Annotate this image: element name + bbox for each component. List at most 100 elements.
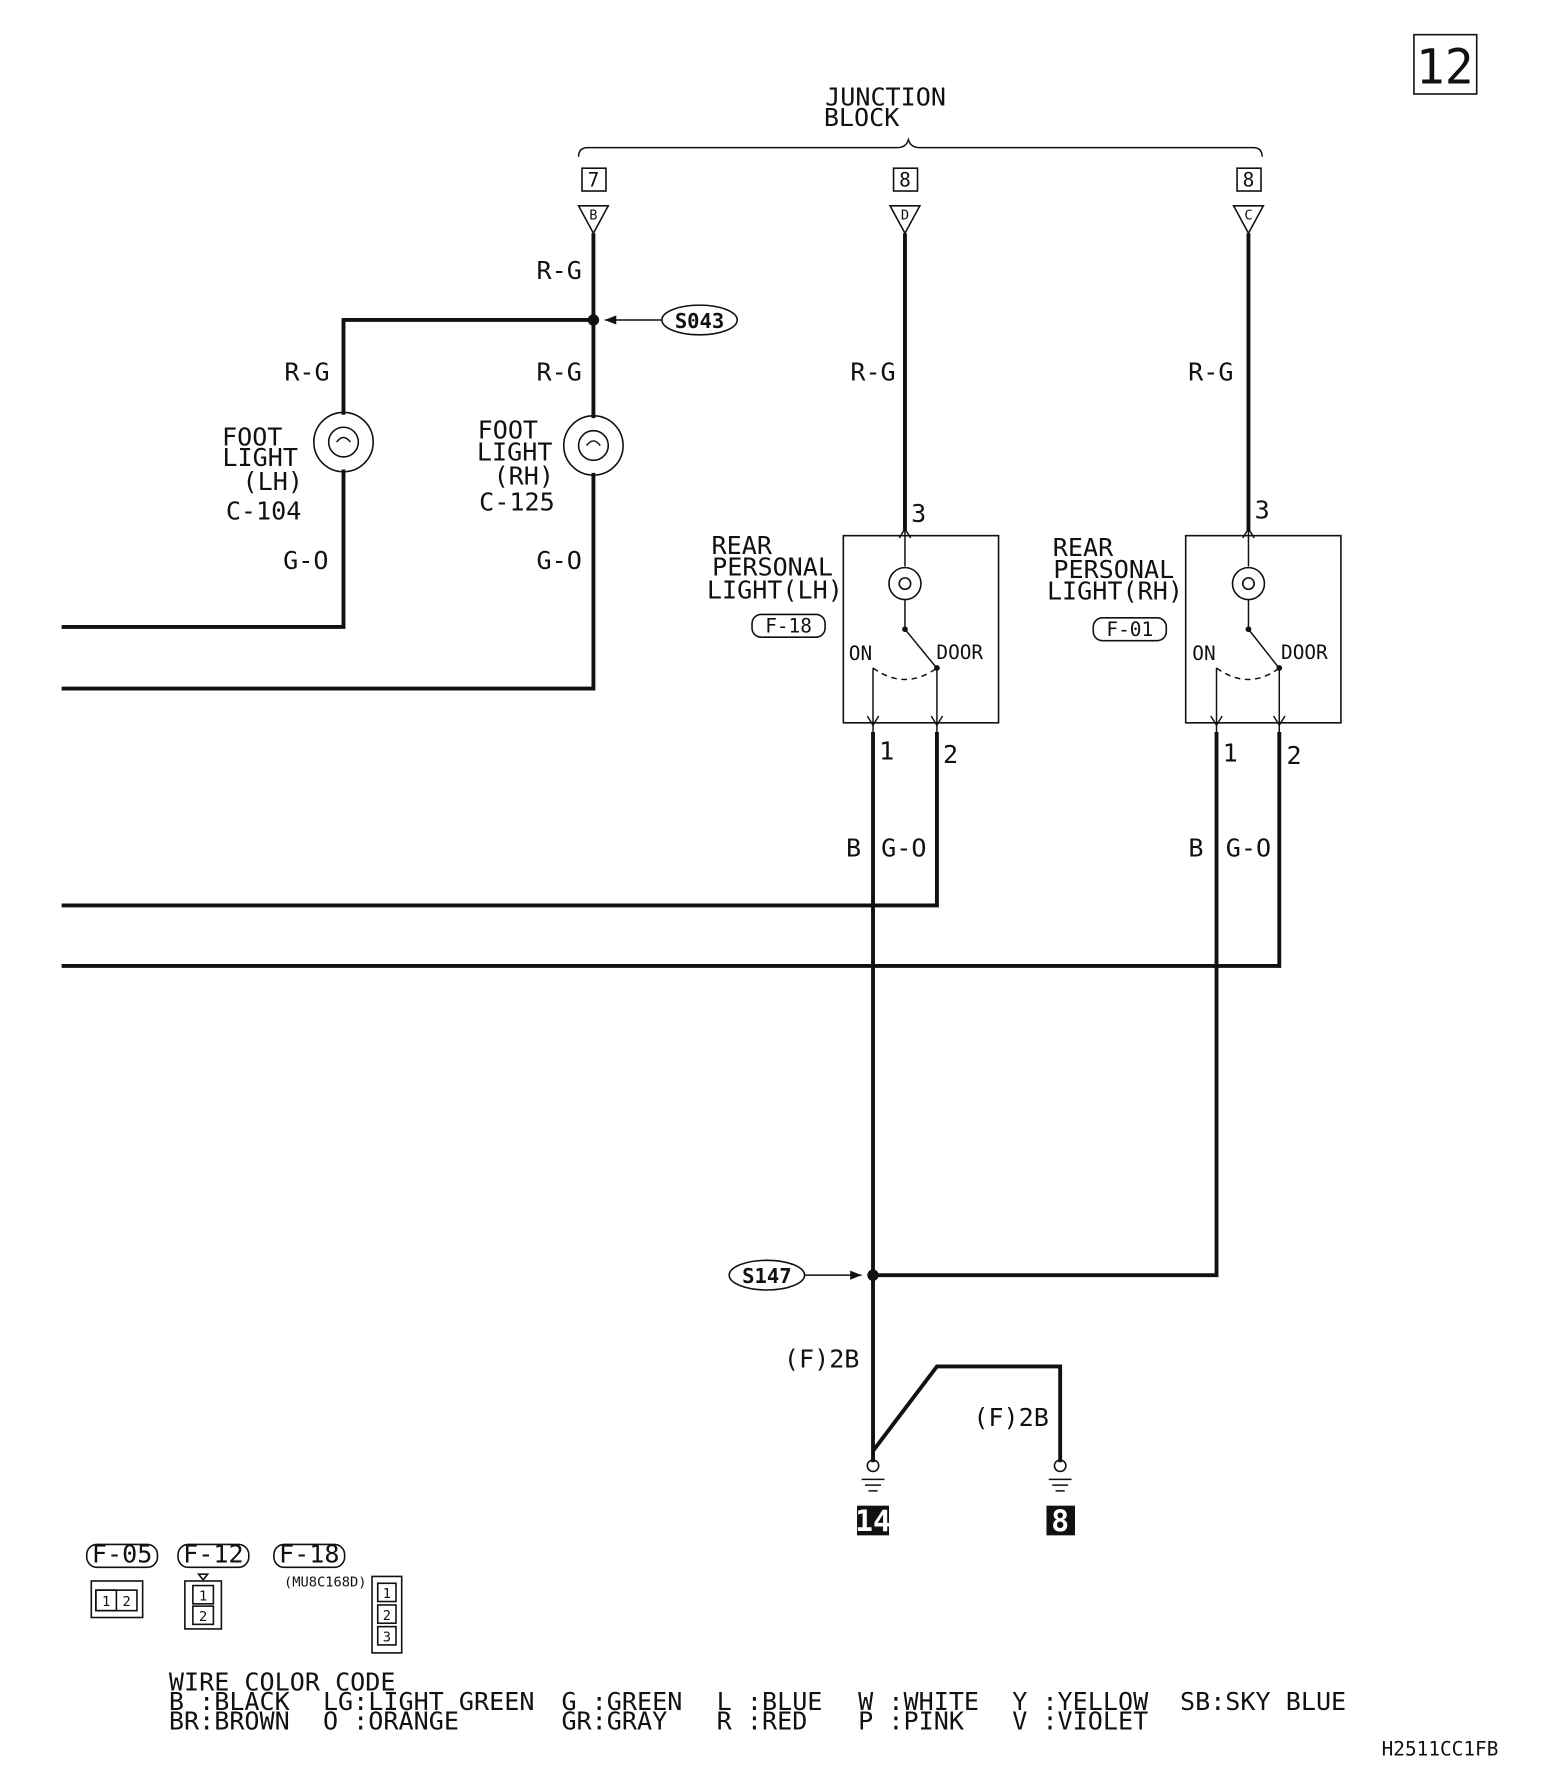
wire-label-rg-lh: R-G <box>284 357 329 386</box>
rear-lh-connector: F-18 <box>765 615 812 638</box>
color-code-l: L :BLUE <box>717 1687 823 1716</box>
page-number: 12 <box>1413 33 1478 96</box>
rear-rh-switch-on: ON <box>1192 642 1215 665</box>
terminal-number: 8 <box>899 168 911 191</box>
wire-label-go-rear-rh: G-O <box>1226 833 1271 862</box>
wire-label-go-rh: G-O <box>537 546 582 575</box>
color-code-w: W :WHITE <box>858 1687 979 1716</box>
rear-rh-line1: REAR <box>1053 533 1114 562</box>
connector-legend-f12: F-12 1 2 <box>177 1540 250 1630</box>
splice-s043-label: S043 <box>675 309 724 333</box>
wire-color-code-title: WIRE COLOR CODE <box>169 1668 396 1697</box>
rear-lh-line2: PERSONAL <box>712 553 833 582</box>
legend-f12-pin-2: 2 <box>199 1609 207 1625</box>
wire-color-code: WIRE COLOR CODE B :BLACK LG:LIGHT GREEN … <box>169 1668 1346 1736</box>
ground-icon <box>1048 1478 1072 1492</box>
ground-8-label: 8 <box>1051 1503 1069 1538</box>
junction-terminal-8-d: 8 D <box>888 167 922 235</box>
rear-lh-pin-1: 1 <box>879 736 894 765</box>
foot-light-lh-line2: LIGHT <box>222 443 298 472</box>
rear-rh-pin-3: 3 <box>1255 496 1270 525</box>
legend-f18-pin-3: 3 <box>383 1629 391 1645</box>
foot-light-rh-line2: LIGHT <box>477 437 553 466</box>
rear-rh-line2: PERSONAL <box>1053 555 1174 584</box>
wires <box>61 233 1282 1463</box>
rear-rh-line3: LIGHT(RH) <box>1047 577 1183 606</box>
junction-block-title-2: BLOCK <box>824 103 900 132</box>
splice-dot-s043 <box>587 314 600 326</box>
lamp-icon <box>888 566 922 601</box>
color-code-lg: LG:LIGHT GREEN <box>323 1687 535 1716</box>
rear-lh-pin-3: 3 <box>911 499 926 528</box>
connector-legend-f18: F-18 (MU8C168D) 1 2 3 <box>273 1540 403 1654</box>
page-number-text: 12 <box>1416 41 1474 96</box>
terminal-number: 8 <box>1243 168 1255 191</box>
splice-s147: S147 <box>728 1259 862 1291</box>
foot-light-lh: FOOT LIGHT (LH) C-104 <box>222 411 374 526</box>
document-code: H2511CC1FB <box>1382 1738 1499 1761</box>
legend-f18-pin-2: 2 <box>383 1608 391 1624</box>
foot-light-lh-line3: (LH) <box>243 467 303 496</box>
color-code-gr: GR:GRAY <box>561 1706 667 1735</box>
legend-f18-name: F-18 <box>279 1540 339 1569</box>
lamp-icon <box>327 426 360 458</box>
wire-label-f2b-left: (F)2B <box>784 1345 860 1374</box>
terminal-number: 7 <box>588 168 600 191</box>
rear-lh-switch-door: DOOR <box>936 641 983 664</box>
foot-light-lh-connector: C-104 <box>226 497 302 526</box>
color-code-v: V :VIOLET <box>1012 1706 1148 1735</box>
color-code-y: Y :YELLOW <box>1012 1687 1149 1716</box>
wire-label-b-rh: B <box>1188 833 1203 862</box>
foot-light-rh-line3: (RH) <box>494 461 554 490</box>
splice-s043: S043 <box>604 304 739 336</box>
wire-label-rg-rh: R-G <box>537 357 582 386</box>
ground-14: 14 <box>855 1459 891 1538</box>
legend-f12-name: F-12 <box>183 1540 243 1569</box>
rear-lh-pin-2: 2 <box>943 740 958 769</box>
wire-label-rg-top: R-G <box>537 256 582 285</box>
legend-f12-pin-1: 1 <box>199 1588 207 1604</box>
legend-f05-pin-2: 2 <box>123 1594 131 1610</box>
splice-dot-s147 <box>867 1269 879 1281</box>
rear-rh-pin-1: 1 <box>1223 739 1238 768</box>
color-code-r: R :RED <box>717 1706 808 1735</box>
wire-label-go-rear-lh: G-O <box>881 833 926 862</box>
ground-14-label: 14 <box>855 1503 891 1538</box>
lamp-icon <box>577 429 610 462</box>
connector-legend-f05: F-05 1 2 <box>85 1540 159 1619</box>
legend-f05-name: F-05 <box>92 1540 152 1569</box>
rear-personal-light-lh: REAR PERSONAL LIGHT(LH) F-18 3 ON DOOR 1… <box>707 499 1000 769</box>
legend-f18-pin-1: 1 <box>383 1586 391 1602</box>
junction-terminal-8-c: 8 C <box>1232 167 1265 235</box>
rear-rh-pin-2: 2 <box>1287 741 1302 770</box>
rear-rh-switch-door: DOOR <box>1281 641 1328 664</box>
junction-terminal-7: 7 B <box>577 167 610 235</box>
wire-label-f2b-right: (F)2B <box>973 1403 1049 1432</box>
rear-lh-line1: REAR <box>712 531 773 560</box>
legend-f18-part-no: (MU8C168D) <box>284 1575 366 1591</box>
rear-rh-connector: F-01 <box>1106 618 1153 641</box>
wire-label-b-lh: B <box>846 833 861 862</box>
lamp-icon <box>1231 566 1266 601</box>
rear-lh-line3: LIGHT(LH) <box>707 575 843 604</box>
junction-block-title-1: JUNCTION <box>825 82 946 111</box>
ground-icon <box>861 1478 885 1492</box>
color-code-b: B :BLACK <box>169 1687 291 1716</box>
color-code-o: O :ORANGE <box>323 1706 459 1735</box>
color-code-sb: SB:SKY BLUE <box>1180 1687 1346 1716</box>
junction-block: JUNCTION BLOCK <box>577 82 1263 157</box>
color-code-p: P :PINK <box>858 1706 965 1735</box>
foot-light-rh: FOOT LIGHT (RH) C-125 <box>477 415 624 517</box>
wire-label-rg-rear-rh: R-G <box>1188 357 1233 386</box>
foot-light-rh-line1: FOOT <box>478 416 538 445</box>
color-code-br: BR:BROWN <box>169 1706 290 1735</box>
wire-label-go-lh: G-O <box>283 546 328 575</box>
terminal-letter: B <box>589 208 597 224</box>
rear-lh-switch-on: ON <box>849 642 872 665</box>
foot-light-rh-connector: C-125 <box>479 488 555 517</box>
splice-s147-label: S147 <box>742 1264 791 1288</box>
terminal-letter: D <box>901 208 909 224</box>
ground-8: 8 <box>1046 1459 1076 1538</box>
terminal-letter: C <box>1244 208 1252 224</box>
